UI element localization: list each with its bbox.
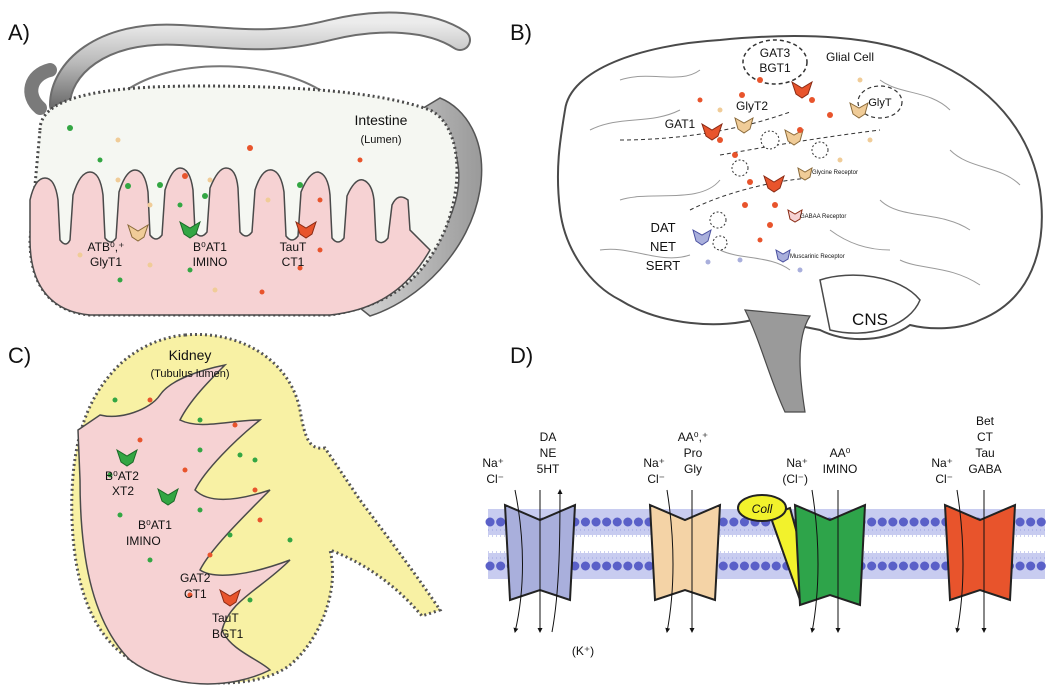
substrate-imino: IMINO	[823, 462, 858, 476]
neuron-dendrite	[619, 111, 881, 211]
sert-label: SERT	[646, 258, 680, 273]
bgt1-label: BGT1	[759, 61, 791, 75]
b0at1-imino-kidney-symbol	[157, 487, 179, 506]
brain-sulci	[589, 69, 1021, 286]
substrate-aa0: AA⁰	[830, 446, 851, 460]
intestine-label: Intestine	[355, 112, 408, 128]
intestine-sublabel: (Lumen)	[361, 134, 402, 146]
substrate-bet: Bet	[976, 414, 995, 428]
gaba-ion-cl: Cl⁻	[935, 472, 953, 486]
gat2-label: GAT2	[180, 571, 211, 585]
intestine-dots	[67, 125, 363, 295]
countertransport-k: (K⁺)	[572, 644, 594, 658]
substrate-gly: Gly	[684, 462, 702, 476]
substrate-pro: Pro	[684, 446, 703, 460]
b0at1-kidney-label: B⁰AT1	[138, 518, 172, 532]
brain-outline	[556, 35, 1043, 341]
kidney-tubules	[77, 363, 291, 685]
panel-b-cns: B) GAT3 BGT1 Glial Cell GlyT GlyT2 GAT1	[510, 20, 1043, 413]
ct1-label: CT1	[282, 255, 305, 269]
monoamine-ion-na: Na⁺	[482, 456, 504, 470]
glial-cell	[742, 39, 808, 85]
panel-d-letter: D)	[510, 343, 533, 368]
gaba-ion-na: Na⁺	[931, 456, 953, 470]
imino-ion-cl: (Cl⁻)	[782, 472, 808, 486]
substrate-gaba: GABA	[968, 462, 1001, 476]
imino-ion-na: Na⁺	[786, 456, 808, 470]
substrate-ct: CT	[977, 430, 994, 444]
transporter-monoamine: Na⁺ Cl⁻ DA NE 5HT (K⁺)	[482, 430, 594, 658]
aa-ion-na: Na⁺	[643, 456, 665, 470]
taut-kidney-label: TauT	[212, 611, 239, 625]
brainstem	[743, 309, 812, 413]
transporter-amino-acid: Na⁺ Cl⁻ AA⁰,⁺ Pro Gly	[643, 430, 722, 633]
intestine-villi	[29, 167, 431, 316]
transporter-imino: Na⁺ (Cl⁻) AA⁰ IMINO	[782, 446, 867, 633]
kidney-sublabel: (Tubulus lumen)	[150, 368, 229, 380]
substrate-da: DA	[540, 430, 557, 444]
bgt1-kidney-label: BGT1	[212, 627, 244, 641]
gat3-label: GAT3	[760, 46, 791, 60]
cerebellum	[819, 274, 921, 334]
muscarinic-receptor-label: Muscarinic Receptor	[790, 254, 845, 260]
glial-cell-label: Glial Cell	[826, 50, 874, 64]
net-label: NET	[650, 239, 676, 254]
dat-label: DAT	[650, 220, 675, 235]
synaptic-vesicles	[709, 130, 829, 251]
b0at2-xt2-symbol	[116, 448, 138, 467]
panel-d-membrane: D) Coll Na⁺ Cl⁻ DA NE 5HT (K⁺)	[482, 343, 1050, 658]
gat1-label: GAT1	[665, 117, 696, 131]
taut-bgt1-symbol	[219, 588, 241, 607]
b0at1-imino-symbol	[179, 220, 201, 239]
atb-glyt1-symbol	[127, 223, 149, 242]
glyt2-label: GlyT2	[736, 99, 768, 113]
monoamine-ion-cl: Cl⁻	[486, 472, 504, 486]
substrate-5ht: 5HT	[537, 462, 560, 476]
panel-a-letter: A)	[8, 20, 30, 45]
transporter-gaba: Na⁺ Cl⁻ Bet CT Tau GABA	[931, 414, 1017, 633]
kidney-label: Kidney	[169, 347, 212, 363]
glyt1-label: GlyT1	[90, 255, 122, 269]
kidney-dots	[107, 397, 293, 603]
substrate-tau: Tau	[975, 446, 994, 460]
gaba-receptor-label: GABAA Receptor	[800, 214, 846, 220]
cns-transporters	[692, 80, 869, 263]
glycine-receptor-label: Glycine Receptor	[812, 170, 858, 176]
panel-a-intestine: A) Intestine (Lumen)	[8, 11, 483, 317]
panel-c-letter: C)	[8, 343, 31, 368]
imino-kidney-label: IMINO	[126, 534, 161, 548]
glyt-cell	[857, 85, 903, 119]
panel-b-letter: B)	[510, 20, 532, 45]
substrate-ne: NE	[540, 446, 557, 460]
b0at2-label: B⁰AT2	[105, 469, 139, 483]
b0at1-label: B⁰AT1	[193, 240, 227, 254]
cns-dots	[697, 77, 873, 273]
glyt-label: GlyT	[868, 97, 892, 109]
aa-ion-cl: Cl⁻	[647, 472, 665, 486]
taut-label: TauT	[280, 240, 307, 254]
atb-label: ATB⁰,⁺	[88, 240, 125, 254]
imino-label: IMINO	[193, 255, 228, 269]
collectrin-label: Coll	[752, 502, 773, 516]
xt2-label: XT2	[112, 484, 134, 498]
substrate-aa0plus: AA⁰,⁺	[678, 430, 709, 444]
taut-ct1-symbol	[295, 220, 317, 239]
cns-label: CNS	[852, 310, 888, 329]
ct1-kidney-label: CT1	[184, 587, 207, 601]
panel-c-kidney: C) Kidney (Tubulus lumen) B⁰AT2 XT2 B⁰AT…	[8, 332, 443, 685]
